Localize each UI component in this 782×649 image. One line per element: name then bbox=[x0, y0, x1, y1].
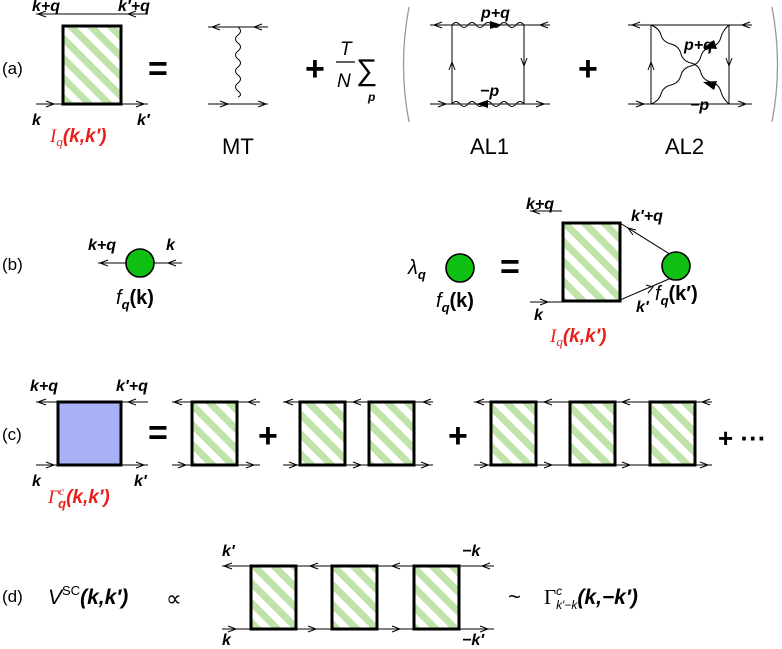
svg-text:p: p bbox=[367, 90, 375, 104]
diagram-mt bbox=[208, 23, 268, 108]
vertex-I-label-a: Iq(k,k′) bbox=[49, 126, 106, 149]
vertex-f-left bbox=[98, 248, 182, 278]
section-label-a: (a) bbox=[2, 59, 23, 78]
label-d-minus-k: −k bbox=[462, 543, 481, 560]
svg-text:fq(k): fq(k) bbox=[116, 287, 154, 312]
svg-text:Γcq(k,k′): Γcq(k,k′) bbox=[47, 484, 110, 511]
diagram-al2 bbox=[628, 21, 752, 108]
svg-text:fq(k): fq(k) bbox=[436, 290, 474, 315]
label-k: k bbox=[32, 112, 42, 129]
plus-sign-a2: + bbox=[578, 50, 598, 88]
label-c-k: k bbox=[32, 473, 42, 490]
label-kp-plus-q: k′+q bbox=[118, 0, 150, 15]
ellipsis-c: + ··· bbox=[718, 423, 766, 453]
ladder-1 bbox=[172, 398, 260, 469]
label-al2-p-plus-q: p+q bbox=[683, 37, 713, 54]
sim-sign: ~ bbox=[508, 584, 521, 609]
sum-prefactor: T N ∑ p bbox=[336, 39, 377, 104]
left-paren bbox=[402, 6, 410, 123]
ladder-3 bbox=[474, 398, 712, 469]
label-al2-minus-p: −p bbox=[690, 97, 709, 114]
diagram-al1 bbox=[430, 21, 550, 108]
svg-text:∑: ∑ bbox=[356, 54, 377, 87]
label-al1-minus-p: −p bbox=[480, 83, 499, 100]
caption-al1: AL1 bbox=[470, 134, 509, 159]
svg-text:λq: λq bbox=[407, 257, 426, 282]
label-c-k-plus-q: k+q bbox=[30, 378, 58, 395]
gamma-vertex-box bbox=[36, 398, 148, 469]
label-d-minus-kp: −k′ bbox=[462, 632, 485, 649]
vsc-label: VSC(k,k′) bbox=[48, 583, 128, 609]
label-k-plus-q: k+q bbox=[32, 0, 60, 15]
vertex-box-a bbox=[36, 10, 148, 108]
section-label-b: (b) bbox=[2, 255, 23, 274]
label-b2-k: k bbox=[534, 307, 544, 324]
ladder-d bbox=[222, 562, 494, 633]
svg-text:N: N bbox=[337, 71, 351, 92]
plus-sign-a1: + bbox=[305, 50, 325, 88]
svg-text:Γck′−k(k,−k′): Γck′−k(k,−k′) bbox=[544, 584, 638, 612]
equals-sign-a: = bbox=[148, 50, 168, 88]
label-b2-k-plus-q: k+q bbox=[526, 196, 554, 213]
label-c-kp: k′ bbox=[134, 473, 148, 490]
label-d-kp: k′ bbox=[222, 543, 236, 560]
caption-mt: MT bbox=[222, 134, 254, 159]
caption-al2: AL2 bbox=[665, 134, 704, 159]
f-label-right: fq(k′) bbox=[655, 283, 698, 308]
equals-sign-c: = bbox=[148, 414, 168, 452]
eigen-vertex-box bbox=[530, 207, 691, 306]
equals-sign-b: = bbox=[500, 248, 520, 286]
vertex-I-label-b: Iq(k,k′) bbox=[549, 326, 606, 349]
label-c-kp-plus-q: k′+q bbox=[116, 378, 148, 395]
ladder-2 bbox=[283, 398, 433, 469]
label-al1-p-plus-q: p+q bbox=[480, 5, 510, 22]
label-b-k-plus-q: k+q bbox=[88, 237, 116, 254]
label-b-k: k bbox=[166, 237, 176, 254]
right-paren bbox=[771, 6, 779, 123]
label-b2-kp: k′ bbox=[636, 299, 650, 316]
svg-text:fq(k′): fq(k′) bbox=[655, 283, 698, 308]
label-b2-kp-plus-q: k′+q bbox=[631, 208, 663, 225]
label-kp: k′ bbox=[137, 112, 151, 129]
f-label-left: fq(k) bbox=[116, 287, 154, 312]
section-label-d: (d) bbox=[2, 587, 23, 606]
svg-text:T: T bbox=[340, 39, 353, 60]
svg-text:Iq(k,k′): Iq(k,k′) bbox=[49, 126, 106, 149]
eigen-circle bbox=[445, 253, 475, 283]
proportional-sign: ∝ bbox=[166, 586, 182, 611]
lambda-label: λq bbox=[407, 257, 426, 282]
svg-text:VSC(k,k′): VSC(k,k′) bbox=[48, 583, 128, 609]
plus-sign-c2: + bbox=[448, 417, 468, 455]
label-d-k: k bbox=[222, 632, 232, 649]
plus-sign-c1: + bbox=[258, 417, 278, 455]
f-label-center: fq(k) bbox=[436, 290, 474, 315]
section-label-c: (c) bbox=[2, 425, 22, 444]
svg-text:Iq(k,k′): Iq(k,k′) bbox=[549, 326, 606, 349]
